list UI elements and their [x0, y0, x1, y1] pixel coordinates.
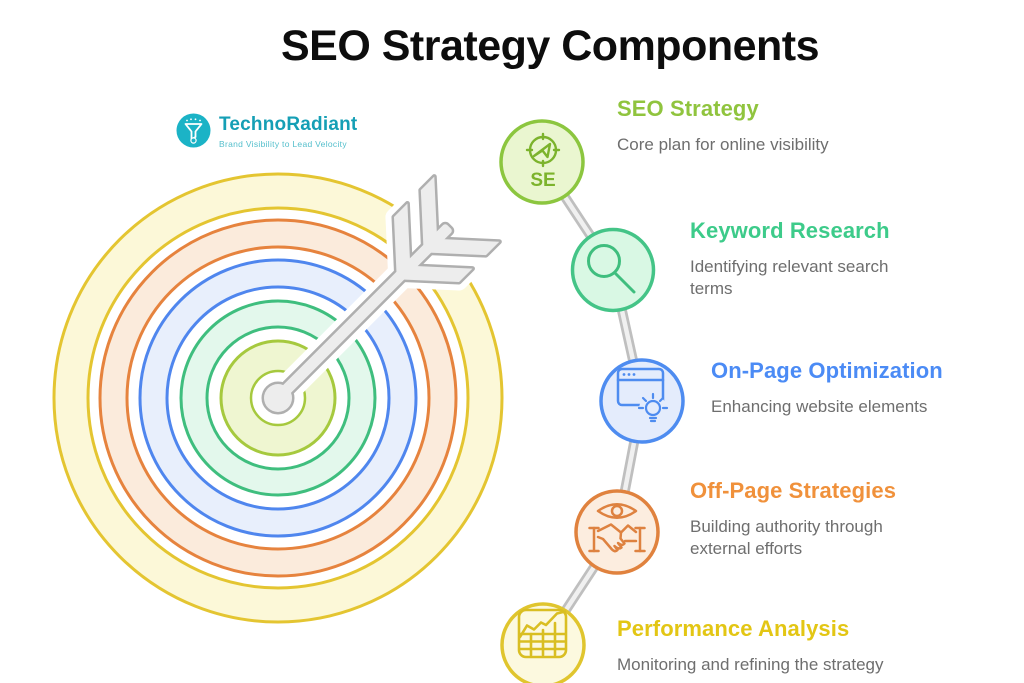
- item-description: Monitoring and refining the strategy: [617, 655, 884, 674]
- compass-icon: [525, 132, 561, 168]
- item-title: SEO Strategy: [617, 96, 759, 121]
- item-description: Core plan for online visibility: [617, 135, 829, 154]
- brand-logo: TechnoRadiant Brand Visibility to Lead V…: [176, 113, 357, 149]
- funnel-icon: [176, 113, 211, 148]
- target-arrow: [255, 168, 508, 421]
- item-description: Building authority through external effo…: [690, 517, 883, 558]
- item-title: Off-Page Strategies: [690, 478, 897, 503]
- item-off-page-strategies: Off-Page Strategies Building authority t…: [690, 478, 908, 560]
- brand-tagline: Brand Visibility to Lead Velocity: [219, 139, 347, 149]
- bullseye-target: [52, 172, 504, 624]
- item-title: Keyword Research: [690, 218, 890, 243]
- node-keyword-research: [570, 227, 656, 313]
- brand-name: TechnoRadiant: [219, 114, 358, 135]
- item-seo-strategy: SEO Strategy Core plan for online visibi…: [617, 96, 907, 156]
- page-title: SEO Strategy Components: [280, 22, 820, 70]
- browser-lightbulb-icon: [616, 367, 669, 423]
- item-performance-analysis: Performance Analysis Monitoring and refi…: [617, 616, 917, 676]
- item-on-page-optimization: On-Page Optimization Enhancing website e…: [711, 358, 961, 418]
- node-on-page-optimization: [599, 358, 685, 444]
- magnifier-icon: [587, 244, 636, 294]
- compass-se-label: SE: [530, 170, 555, 191]
- node-performance-analysis: [500, 602, 586, 683]
- item-description: Identifying relevant search terms: [690, 257, 889, 298]
- item-title: On-Page Optimization: [711, 358, 943, 383]
- chart-grid-icon: [517, 608, 568, 659]
- item-description: Enhancing website elements: [711, 397, 928, 416]
- item-keyword-research: Keyword Research Identifying relevant se…: [690, 218, 908, 300]
- item-title: Performance Analysis: [617, 616, 850, 641]
- eye-handshake-icon: [588, 503, 646, 553]
- node-off-page-strategies: [574, 489, 660, 575]
- node-seo-strategy: SE: [499, 119, 585, 205]
